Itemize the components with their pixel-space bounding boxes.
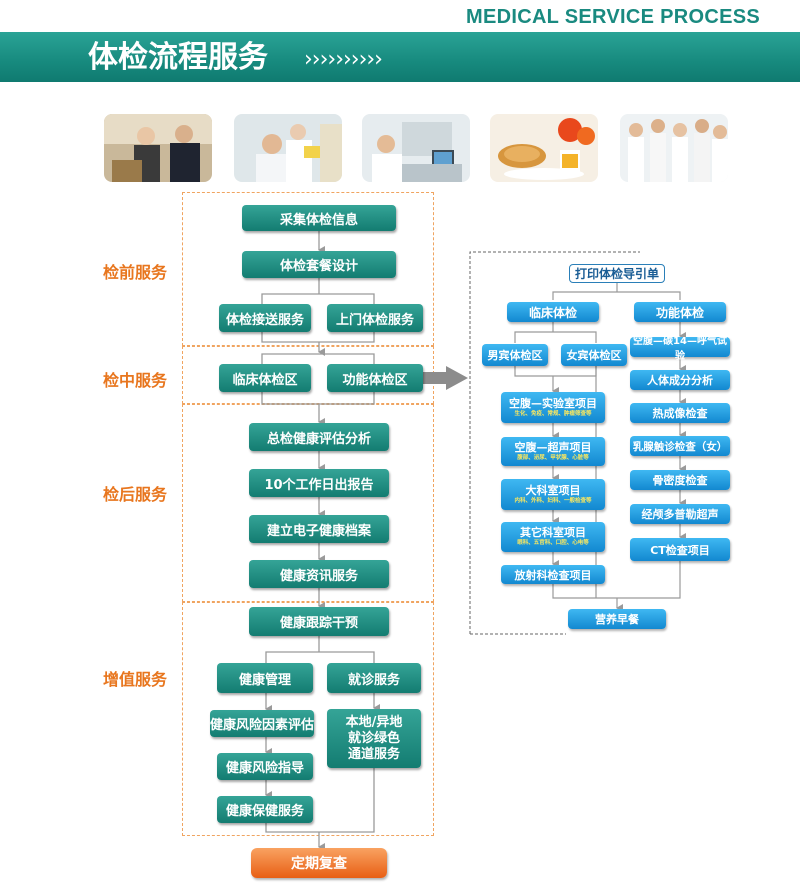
photo-breakfast: [490, 114, 598, 182]
fasting-ultrasound-title: 空腹—超声项目: [514, 440, 592, 454]
photo-lab-equipment: [362, 114, 470, 182]
stage-label-pre: 检前服务: [102, 263, 167, 282]
node-body-composition: 人体成分分析: [630, 370, 730, 390]
node-ct-exam: CT检查项目: [630, 538, 730, 561]
node-other-dept: 其它科室项目 眼科、五官科、口腔、心电等: [501, 522, 605, 552]
other-dept-detail: 眼科、五官科、口腔、心电等: [517, 540, 589, 546]
node-print-guide: 打印体检导引单: [569, 264, 665, 283]
stage-box-pre: [182, 192, 434, 346]
node-thermal-imaging: 热成像检查: [630, 403, 730, 423]
node-collect-info: 采集体检信息: [242, 205, 396, 231]
node-male-area: 男宾体检区: [482, 344, 548, 366]
node-medical-service: 就诊服务: [327, 663, 421, 693]
node-breath-test: 空腹—碳14—呼气试验: [630, 336, 730, 362]
photo-reception: [104, 114, 212, 182]
english-title: MEDICAL SERVICE PROCESS: [466, 6, 760, 28]
node-risk-assessment: 健康风险因素评估: [210, 710, 314, 737]
node-package-design: 体检套餐设计: [242, 251, 396, 278]
node-clinical-area: 临床体检区: [219, 364, 311, 392]
photo-medical-team: [620, 114, 728, 182]
node-health-care-service: 健康保健服务: [217, 796, 313, 823]
header-band: [0, 32, 800, 82]
node-green-channel: 本地/异地 就诊绿色 通道服务: [327, 709, 421, 768]
node-overall-assessment: 总检健康评估分析: [249, 423, 389, 451]
major-dept-title: 大科室项目: [525, 483, 581, 497]
node-health-info-service: 健康资讯服务: [249, 560, 389, 588]
fasting-lab-detail: 生化、免疫、常规、肿瘤筛查等: [514, 410, 592, 417]
node-report-10days: 10个工作日出报告: [249, 469, 389, 497]
node-fasting-lab: 空腹—实验室项目 生化、免疫、常规、肿瘤筛查等: [501, 392, 605, 423]
chevron-decoration: ››››››››››: [304, 47, 383, 72]
node-home-service: 上门体检服务: [327, 304, 423, 332]
node-breast-exam: 乳腺触诊检查（女）: [630, 436, 730, 456]
node-pickup-service: 体检接送服务: [219, 304, 311, 332]
node-functional-exam: 功能体检: [634, 302, 726, 322]
stage-box-value: [182, 602, 434, 836]
page-title: 体检流程服务: [88, 40, 268, 75]
node-clinical-exam: 临床体检: [507, 302, 599, 322]
node-functional-area: 功能体检区: [327, 364, 423, 392]
stage-label-value: 增值服务: [102, 670, 167, 689]
node-bone-density: 骨密度检查: [630, 470, 730, 490]
node-radiology: 放射科检查项目: [501, 565, 605, 584]
stage-label-mid: 检中服务: [102, 371, 167, 390]
node-major-dept: 大科室项目 内科、外科、妇科、一般检查等: [501, 479, 605, 510]
node-health-tracking: 健康跟踪干预: [249, 607, 389, 636]
major-dept-detail: 内科、外科、妇科、一般检查等: [514, 497, 592, 504]
node-regular-review: 定期复查: [251, 848, 387, 878]
node-health-management: 健康管理: [217, 663, 313, 693]
node-risk-guidance: 健康风险指导: [217, 753, 313, 780]
photo-nurse-doctor: [234, 114, 342, 182]
node-fasting-ultrasound: 空腹—超声项目 腹部、泌尿、甲状腺、心脏等: [501, 437, 605, 466]
node-doppler: 经颅多普勒超声: [630, 504, 730, 524]
node-female-area: 女宾体检区: [561, 344, 627, 366]
other-dept-title: 其它科室项目: [520, 526, 586, 539]
stage-label-post: 检后服务: [102, 485, 167, 504]
node-e-health-record: 建立电子健康档案: [249, 515, 389, 543]
node-breakfast: 营养早餐: [568, 609, 666, 629]
fasting-ultrasound-detail: 腹部、泌尿、甲状腺、心脏等: [517, 454, 589, 461]
fasting-lab-title: 空腹—实验室项目: [509, 396, 597, 410]
